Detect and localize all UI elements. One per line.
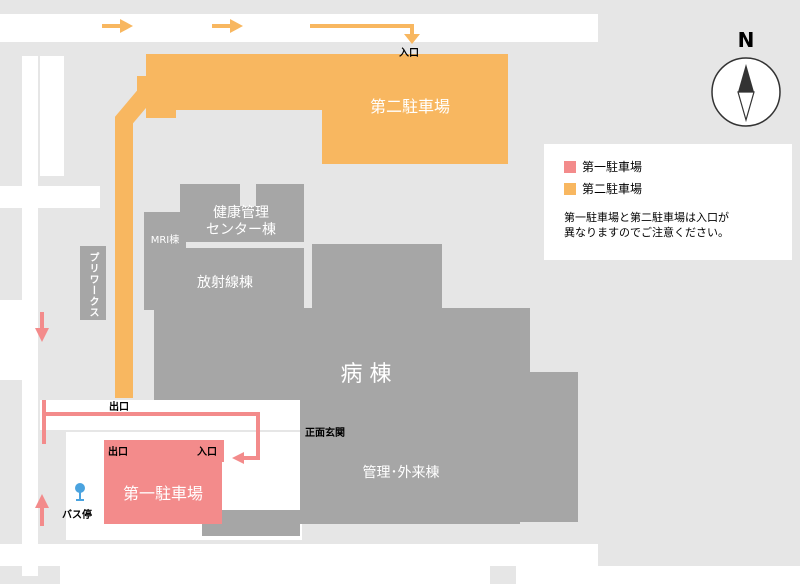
health-center-label: 健康管理 センター棟: [206, 205, 276, 238]
legend-label-lot1: 第一駐車場: [582, 160, 643, 174]
bus-stop-label: バス停: [62, 510, 92, 521]
arrow-right-1: [102, 19, 133, 33]
building-health-center-1: [180, 184, 240, 210]
legend-box: 第一駐車場 第二駐車場 第一駐車場と第二駐車場は入口が 異なりますのでご注意くだ…: [544, 144, 792, 260]
arrow-up-left-road: [35, 494, 49, 526]
pink-entry-path: [42, 400, 260, 460]
legend-swatch-lot1: [564, 160, 576, 173]
building-radiology: [144, 248, 304, 310]
plyworks-label: プリワークス: [87, 252, 98, 318]
main-entrance-label: 正面玄関: [305, 428, 345, 439]
arrow-right-down: [310, 24, 420, 44]
lot1-exit-label: 出口: [108, 447, 128, 458]
parking-lot2-3: [146, 108, 176, 118]
legend-note-line2: 異なりますのでご注意ください。: [564, 226, 729, 239]
road-left-block-1: [40, 56, 64, 176]
road-top: [0, 14, 598, 42]
building-plyworks: [80, 246, 106, 320]
parking-lot2-label: 第二駐車場: [369, 97, 450, 116]
pink-entry-arrowhead: [232, 452, 244, 464]
parking-lot1-label: 第一駐車場: [122, 484, 203, 503]
lot2-exit-label: 出口: [109, 402, 129, 413]
ward-label: 病 棟: [340, 362, 392, 387]
parking-lot1: [104, 440, 222, 524]
road-left-mid: [0, 300, 26, 380]
parking-lot2-2: [322, 108, 508, 164]
legend-label-lot2: 第二駐車場: [582, 182, 643, 196]
compass-icon: [711, 57, 781, 127]
road-bottom: [0, 544, 598, 566]
building-admin-2: [516, 372, 578, 522]
parking-lot2-1: [146, 54, 508, 110]
compass-north-label: N: [737, 28, 755, 52]
lot2-entrance-label: 入口: [399, 48, 419, 59]
arrow-down-left-road: [35, 312, 49, 342]
radiology-label: 放射線棟: [197, 275, 253, 291]
admin-outpatient-label: 管理･外来棟: [362, 465, 440, 481]
legend-swatch-lot2: [564, 182, 576, 195]
road-left-inner: [0, 186, 100, 208]
building-admin-1: [300, 372, 520, 524]
bus-stop-icon: [75, 483, 85, 501]
arrow-right-2: [212, 19, 243, 33]
legend-item-lot1: 第一駐車場: [564, 158, 642, 175]
mri-label: MRI棟: [150, 235, 180, 246]
parking-lot1-notch: [210, 440, 224, 462]
road-bottom-3: [516, 566, 800, 584]
lot1-entrance-label: 入口: [197, 447, 217, 458]
road-bottom-2: [60, 566, 490, 584]
building-mri: [144, 212, 186, 252]
building-health-center-3: [180, 206, 304, 242]
legend-note: 第一駐車場と第二駐車場は入口が 異なりますのでご注意ください。: [564, 210, 729, 240]
building-ward-1: [312, 244, 442, 314]
legend-item-lot2: 第二駐車場: [564, 180, 642, 197]
legend-note-line1: 第一駐車場と第二駐車場は入口が: [564, 211, 729, 224]
